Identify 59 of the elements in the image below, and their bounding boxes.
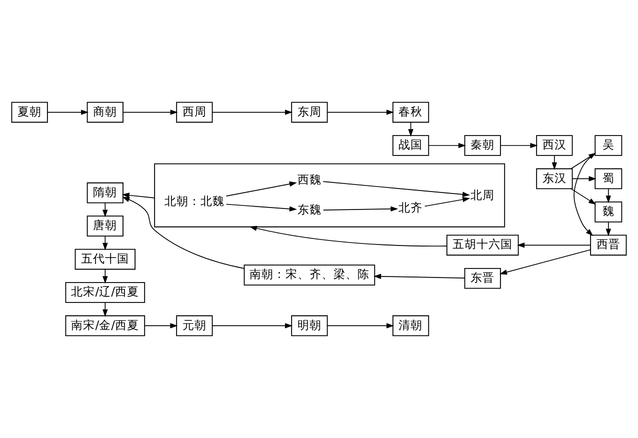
node-box: 蜀 <box>594 168 622 190</box>
node-box: 东晋 <box>464 268 501 289</box>
node-text: 北齐 <box>398 200 423 215</box>
node-box: 五胡十六国 <box>446 234 519 256</box>
node-box: 春秋 <box>392 102 430 123</box>
arrow <box>226 181 297 196</box>
arrow <box>606 188 612 204</box>
arrow <box>144 323 178 328</box>
node-text: 北周 <box>470 188 495 202</box>
arrow <box>102 236 108 250</box>
node-box: 五代十国 <box>74 248 136 270</box>
arrow <box>122 110 178 115</box>
arrow <box>212 110 292 115</box>
node-box: 南朝：宋、齐、梁、陈 <box>244 264 376 286</box>
arrow <box>102 302 108 317</box>
node-box: 战国 <box>392 135 430 156</box>
arrow <box>327 110 394 115</box>
node-box: 清朝 <box>392 315 430 336</box>
node-box: 明朝 <box>291 315 328 336</box>
arrow <box>327 323 394 328</box>
arrow <box>226 204 297 212</box>
arrow <box>102 268 108 284</box>
arrow <box>517 242 591 248</box>
node-text: 北朝：北魏 <box>164 194 224 208</box>
node-box: 北宋/辽/西夏 <box>65 282 146 303</box>
node-box: 东汉 <box>536 168 573 190</box>
arrow <box>249 226 448 247</box>
node-box: 元朝 <box>176 315 213 336</box>
arrow <box>122 196 244 269</box>
node-box: 东周 <box>291 102 328 123</box>
arrow <box>570 188 596 205</box>
node-box: 唐朝 <box>86 216 124 236</box>
arrow <box>428 142 466 148</box>
node-box: 西周 <box>176 102 213 123</box>
node-box: 南宋/金/西夏 <box>65 315 146 336</box>
node-box: 秦朝 <box>464 135 501 156</box>
node-text: 西魏 <box>297 172 322 186</box>
arrow <box>212 323 292 328</box>
arrow <box>322 206 398 212</box>
node-box: 隋朝 <box>86 182 124 204</box>
arrow <box>552 155 558 170</box>
arrow <box>500 142 538 148</box>
node-box: 夏朝 <box>11 102 48 123</box>
node-box: 商朝 <box>86 102 124 123</box>
arrow <box>47 110 89 115</box>
node-box: 西汉 <box>536 135 573 156</box>
arrow <box>606 222 612 236</box>
node-text: 东魏 <box>297 202 322 216</box>
node-box: 吴 <box>594 135 622 156</box>
arrow <box>424 196 470 207</box>
cluster <box>154 163 506 228</box>
arrow <box>122 192 155 198</box>
arrow <box>499 249 591 275</box>
arrow <box>572 176 596 182</box>
arrow <box>102 202 108 218</box>
arrow <box>374 274 466 280</box>
node-box: 西晋 <box>590 234 627 256</box>
node-box: 魏 <box>594 202 622 222</box>
arrow <box>322 181 470 197</box>
